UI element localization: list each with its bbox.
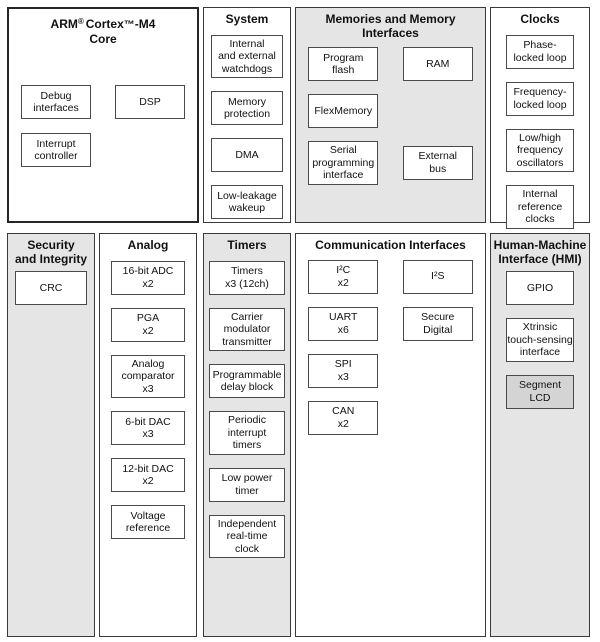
block-secure-digital: Secure Digital [402,306,473,341]
security-title: Security and Integrity [14,238,87,266]
block-12bit-dac: 12-bit DAC x2 [111,458,185,492]
block-crc: CRC [15,271,87,305]
block-low-power-timer: Low power timer [209,467,285,502]
block-gpio: GPIO [506,271,574,305]
block-timers-x3: Timers x3 (12ch) [209,260,285,295]
block-spi: SPI x3 [308,353,379,388]
block-analog-comparator: Analog comparator x3 [111,354,185,398]
comm-title: Communication Interfaces [315,238,466,252]
timers-section: Timers Timers x3 (12ch) Carrier modulato… [203,233,291,637]
block-external-bus: External bus [402,145,473,180]
block-programmable-delay-block: Programmable delay block [209,364,285,398]
comm-section: Communication Interfaces I²C x2 I²S UART… [295,233,486,637]
arm-core-title-m4: -M4 [134,17,156,31]
memories-title: Memories and Memory Interfaces [325,12,456,40]
arm-core-title-arm: ARM [50,17,78,31]
system-section: System Internal and external watchdogs M… [203,7,291,223]
system-boxes: Internal and external watchdogs Memory p… [204,34,290,219]
block-dsp: DSP [115,85,185,119]
block-pga: PGA x2 [111,307,185,342]
block-segment-lcd: Segment LCD [506,374,574,409]
timers-title: Timers [227,238,267,252]
arm-core-title: ARM®Cortex™-M4 Core [9,9,197,46]
block-i2c: I²C x2 [308,259,379,294]
arm-core-title-line2: Core [89,31,117,46]
system-title: System [225,12,269,26]
comm-boxes: I²C x2 I²S UART x6 Secure Digital SPI x3… [296,259,485,435]
block-ram: RAM [402,47,473,81]
timers-boxes: Timers x3 (12ch) Carrier modulator trans… [204,260,290,558]
analog-title: Analog [127,238,169,252]
block-watchdogs: Internal and external watchdogs [211,34,283,78]
block-dma: DMA [211,138,283,172]
analog-boxes: 16-bit ADC x2 PGA x2 Analog comparator x… [100,260,196,539]
block-periodic-interrupt-timers: Periodic interrupt timers [209,411,285,455]
block-interrupt-controller: Interrupt controller [21,133,91,167]
block-independent-rtc: Independent real-time clock [209,514,285,558]
block-memory-protection: Memory protection [211,91,283,125]
block-flexmemory: FlexMemory [308,94,379,128]
security-section: Security and Integrity CRC [7,233,95,637]
registered-mark: ® [77,17,84,26]
block-6bit-dac: 6-bit DAC x3 [111,411,185,445]
arm-core-title-line1: ARM®Cortex™-M4 [9,15,197,33]
arm-core-section: ARM®Cortex™-M4 Core Debug interfaces DSP… [7,7,199,223]
clocks-title: Clocks [520,12,560,26]
block-16bit-adc: 16-bit ADC x2 [111,260,185,295]
block-xtrinsic-touch-sensing: Xtrinsic touch-sensing interface [506,318,574,362]
trademark-mark: ™ [123,19,135,31]
block-phase-locked-loop: Phase- locked loop [506,34,574,69]
analog-section: Analog 16-bit ADC x2 PGA x2 Analog compa… [99,233,197,637]
arm-core-title-cortex: Cortex [85,17,124,31]
block-frequency-locked-loop: Frequency- locked loop [506,81,574,116]
clocks-section: Clocks Phase- locked loop Frequency- loc… [490,7,590,229]
hmi-title: Human-Machine Interface (HMI) [493,238,587,266]
block-oscillators: Low/high frequency oscillators [506,128,574,172]
block-voltage-reference: Voltage reference [111,505,185,539]
block-debug-interfaces: Debug interfaces [21,85,91,119]
block-i2s: I²S [402,259,473,294]
block-uart: UART x6 [308,306,379,341]
hmi-boxes: GPIO Xtrinsic touch-sensing interface Se… [491,271,589,409]
block-low-leakage-wakeup: Low-leakage wakeup [211,185,283,219]
memories-boxes: Program flash RAM FlexMemory Serial prog… [296,47,485,185]
security-boxes: CRC [8,271,94,305]
memories-section: Memories and Memory Interfaces Program f… [295,7,486,223]
clocks-boxes: Phase- locked loop Frequency- locked loo… [491,34,589,229]
block-carrier-modulator-transmitter: Carrier modulator transmitter [209,307,285,351]
block-can: CAN x2 [308,400,379,435]
hmi-section: Human-Machine Interface (HMI) GPIO Xtrin… [490,233,590,637]
block-serial-programming-interface: Serial programming interface [308,141,379,185]
block-internal-reference-clocks: Internal reference clocks [506,185,574,229]
block-program-flash: Program flash [308,47,379,81]
